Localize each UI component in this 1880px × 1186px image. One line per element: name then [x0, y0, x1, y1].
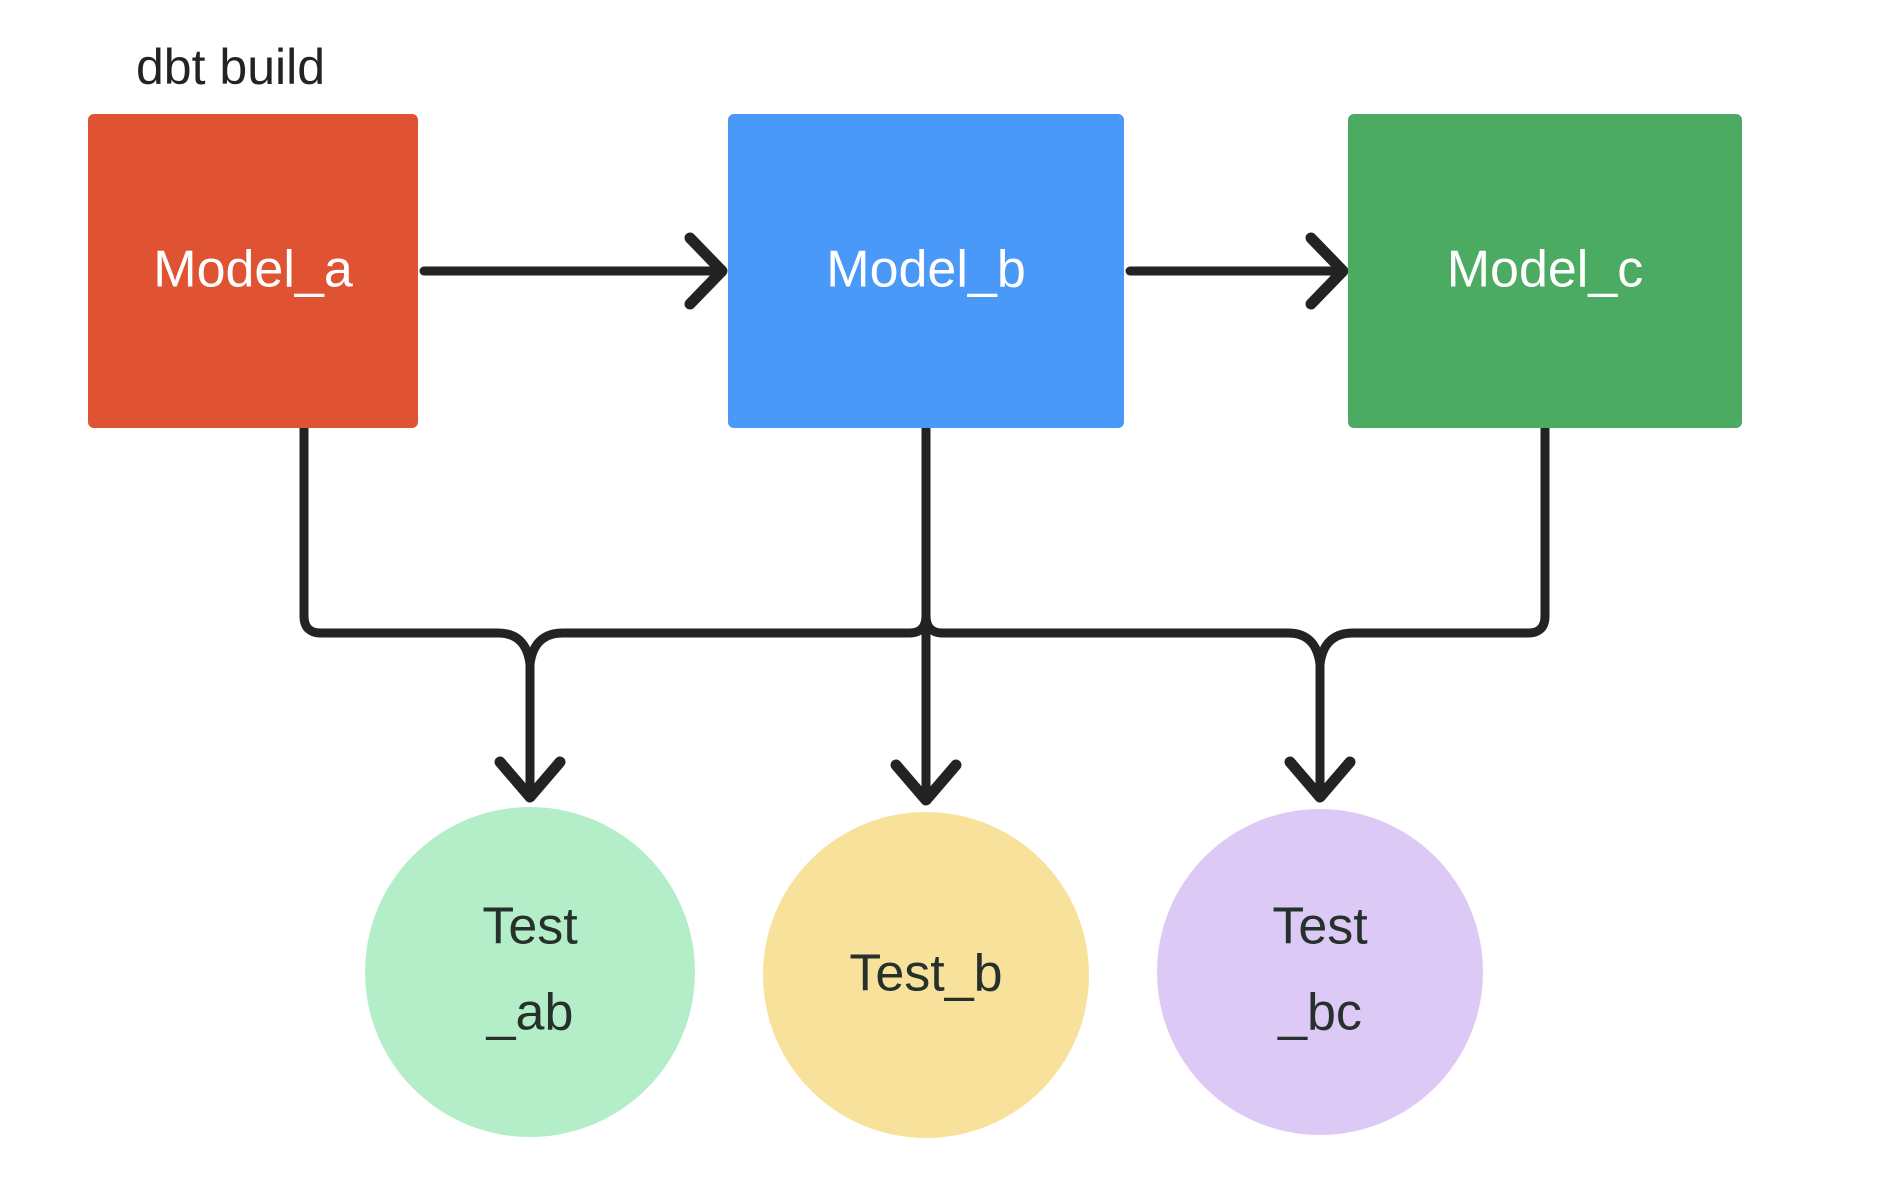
node-model-b-shape[interactable] [728, 114, 1124, 428]
arrowhead-down-icon-test-ab [494, 756, 566, 803]
node-model-c-label: Model_c [1447, 241, 1644, 299]
edge-model-a-to-test-ab [299, 423, 535, 795]
arrowhead-right-icon [1305, 232, 1349, 310]
node-model-b-label: Model_b [826, 241, 1025, 299]
node-test-bc-label-line1: Test [1272, 898, 1368, 956]
node-model-c-shape[interactable] [1348, 114, 1742, 428]
edge-model-c-to-test-bc [1315, 423, 1550, 795]
arrowhead-down-icon-test-b [890, 759, 962, 806]
node-test-ab-label-line2: _ab [486, 984, 574, 1042]
node-model-a-shape[interactable] [88, 114, 418, 428]
model-node-layer: Model_a Model_b Model_c [88, 114, 1742, 428]
arrowhead-down-icon-test-bc [1284, 756, 1356, 803]
arrowhead-right-icon [684, 232, 728, 310]
edge-layer [299, 232, 1550, 806]
node-test-ab-shape[interactable] [365, 807, 695, 1137]
test-node-layer: Test _ab Test_b Test _bc [365, 807, 1483, 1138]
node-test-b-label-line1: Test_b [849, 945, 1002, 1003]
node-model-c[interactable]: Model_c [1348, 114, 1742, 428]
edge-line [525, 423, 931, 795]
edge-model-a-to-model-b [419, 232, 728, 310]
node-test-b[interactable]: Test_b [763, 812, 1089, 1138]
node-test-ab[interactable]: Test _ab [365, 807, 695, 1137]
node-test-bc[interactable]: Test _bc [1157, 809, 1483, 1135]
node-model-a[interactable]: Model_a [88, 114, 418, 428]
edge-line [921, 423, 1325, 795]
node-test-ab-label-line1: Test [482, 898, 578, 956]
edge-line [299, 423, 535, 795]
diagram-title: dbt build [136, 39, 325, 95]
edge-model-b-to-test-bc [921, 423, 1325, 795]
edge-model-b-to-test-ab [525, 423, 931, 795]
edge-line [1315, 423, 1550, 795]
node-model-a-label: Model_a [153, 241, 353, 299]
node-test-bc-label-line2: _bc [1277, 984, 1362, 1042]
node-test-b-shape[interactable] [763, 812, 1089, 1138]
edge-model-b-to-model-c [1125, 232, 1349, 310]
node-test-bc-shape[interactable] [1157, 809, 1483, 1135]
node-model-b[interactable]: Model_b [728, 114, 1124, 428]
